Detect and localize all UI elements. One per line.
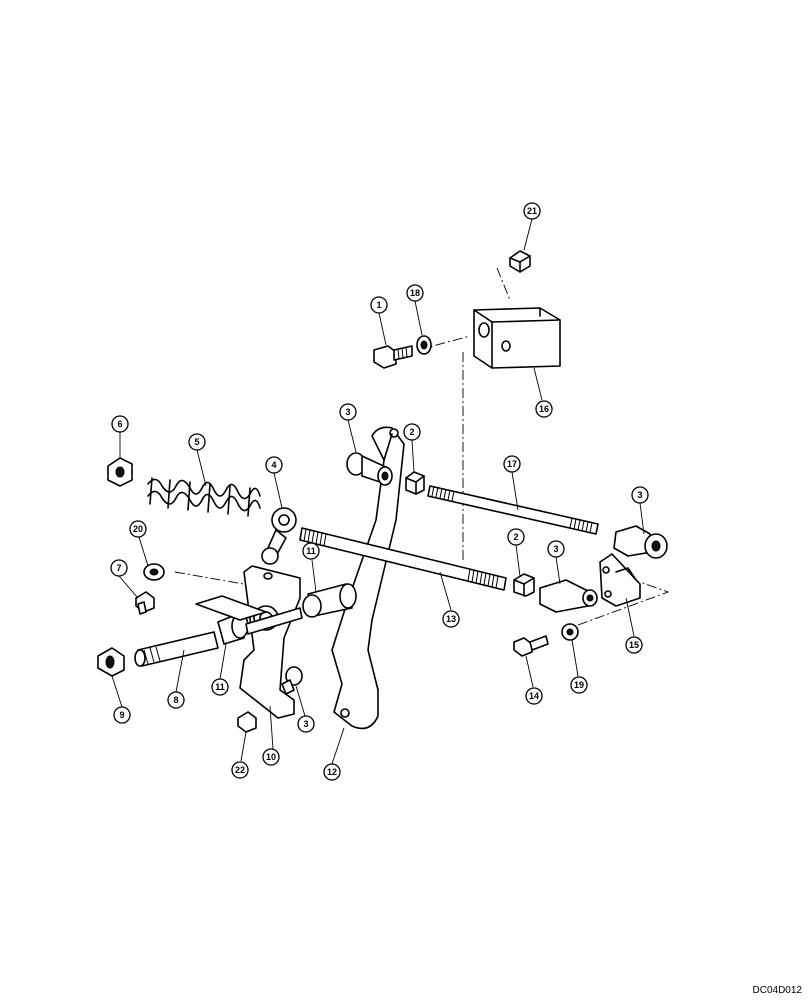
callout-16: 16 bbox=[535, 400, 553, 418]
callout-6: 6 bbox=[111, 415, 129, 433]
ball-joint-3-lower bbox=[539, 579, 598, 613]
callout-1: 1 bbox=[370, 296, 388, 314]
nut-6 bbox=[107, 457, 133, 487]
spring-5 bbox=[147, 477, 261, 517]
svg-text:20: 20 bbox=[133, 524, 143, 534]
svg-text:15: 15 bbox=[629, 640, 639, 650]
bracket-10 bbox=[239, 565, 301, 719]
callout-3-top: 3 bbox=[339, 403, 357, 421]
svg-text:12: 12 bbox=[327, 767, 337, 777]
pin-8 bbox=[134, 631, 219, 667]
svg-text:2: 2 bbox=[513, 532, 518, 542]
bracket-16 bbox=[473, 307, 561, 369]
callout-13: 13 bbox=[442, 610, 460, 628]
lever-12 bbox=[331, 426, 405, 730]
rod-13 bbox=[299, 527, 507, 591]
svg-text:16: 16 bbox=[539, 404, 549, 414]
bolt-14 bbox=[513, 635, 549, 657]
svg-text:3: 3 bbox=[303, 719, 308, 729]
nut-2-lower bbox=[513, 573, 535, 597]
svg-text:17: 17 bbox=[507, 459, 517, 469]
nut-22 bbox=[237, 711, 257, 733]
bolt-7 bbox=[135, 591, 155, 615]
svg-text:11: 11 bbox=[215, 682, 225, 692]
callout-10: 10 bbox=[262, 748, 280, 766]
callout-3-lower: 3 bbox=[547, 540, 565, 558]
callout-3-right: 3 bbox=[631, 486, 649, 504]
callout-18: 18 bbox=[406, 284, 424, 302]
callout-9: 9 bbox=[113, 706, 131, 724]
washer-18 bbox=[416, 335, 432, 355]
leader-lines bbox=[111, 218, 645, 765]
callout-20: 20 bbox=[129, 520, 147, 538]
washer-20 bbox=[143, 563, 165, 581]
drawing-code-label: DC04D012 bbox=[752, 985, 802, 996]
bushing-11-right bbox=[302, 583, 357, 618]
rod-17 bbox=[427, 485, 599, 535]
svg-text:22: 22 bbox=[235, 765, 245, 775]
callout-22: 22 bbox=[231, 761, 249, 779]
shaft bbox=[195, 595, 303, 635]
svg-text:6: 6 bbox=[117, 419, 122, 429]
svg-text:4: 4 bbox=[271, 460, 276, 470]
nut-2-top bbox=[405, 471, 425, 495]
callout-19: 19 bbox=[570, 676, 588, 694]
callout-21: 21 bbox=[523, 202, 541, 220]
assembly-centerlines bbox=[174, 267, 670, 626]
svg-text:14: 14 bbox=[529, 691, 539, 701]
ball-joint-3-right bbox=[613, 525, 668, 559]
washer-19 bbox=[561, 623, 579, 641]
svg-text:8: 8 bbox=[173, 695, 178, 705]
callout-8: 8 bbox=[167, 691, 185, 709]
svg-text:18: 18 bbox=[410, 288, 420, 298]
svg-text:10: 10 bbox=[266, 752, 276, 762]
svg-text:5: 5 bbox=[194, 437, 199, 447]
svg-text:3: 3 bbox=[553, 544, 558, 554]
svg-text:21: 21 bbox=[527, 206, 537, 216]
callout-5: 5 bbox=[188, 433, 206, 451]
callout-3-bottom: 3 bbox=[297, 715, 315, 733]
svg-text:3: 3 bbox=[345, 407, 350, 417]
bushing-11-left bbox=[217, 613, 249, 645]
svg-text:19: 19 bbox=[574, 680, 584, 690]
nut-21 bbox=[509, 250, 531, 273]
nut-9 bbox=[97, 647, 125, 677]
svg-text:1: 1 bbox=[376, 300, 381, 310]
callout-17: 17 bbox=[503, 455, 521, 473]
rod-end-4 bbox=[261, 507, 297, 565]
callout-11-lower: 11 bbox=[211, 678, 229, 696]
callout-4: 4 bbox=[265, 456, 283, 474]
bolt-1 bbox=[373, 345, 413, 369]
ball-joint-3-top bbox=[346, 452, 393, 486]
callout-15: 15 bbox=[625, 636, 643, 654]
callout-12: 12 bbox=[323, 763, 341, 781]
svg-text:2: 2 bbox=[409, 427, 414, 437]
svg-text:11: 11 bbox=[306, 546, 316, 556]
callout-2-top: 2 bbox=[403, 423, 421, 441]
callout-2-lower: 2 bbox=[507, 528, 525, 546]
callout-14: 14 bbox=[525, 687, 543, 705]
svg-text:9: 9 bbox=[119, 710, 124, 720]
bracket-15 bbox=[599, 553, 641, 607]
svg-text:3: 3 bbox=[637, 490, 642, 500]
svg-text:13: 13 bbox=[446, 614, 456, 624]
svg-text:7: 7 bbox=[116, 563, 121, 573]
ball-stud-3-lower bbox=[281, 666, 303, 695]
callout-11-top: 11 bbox=[302, 542, 320, 560]
callout-7: 7 bbox=[110, 559, 128, 577]
